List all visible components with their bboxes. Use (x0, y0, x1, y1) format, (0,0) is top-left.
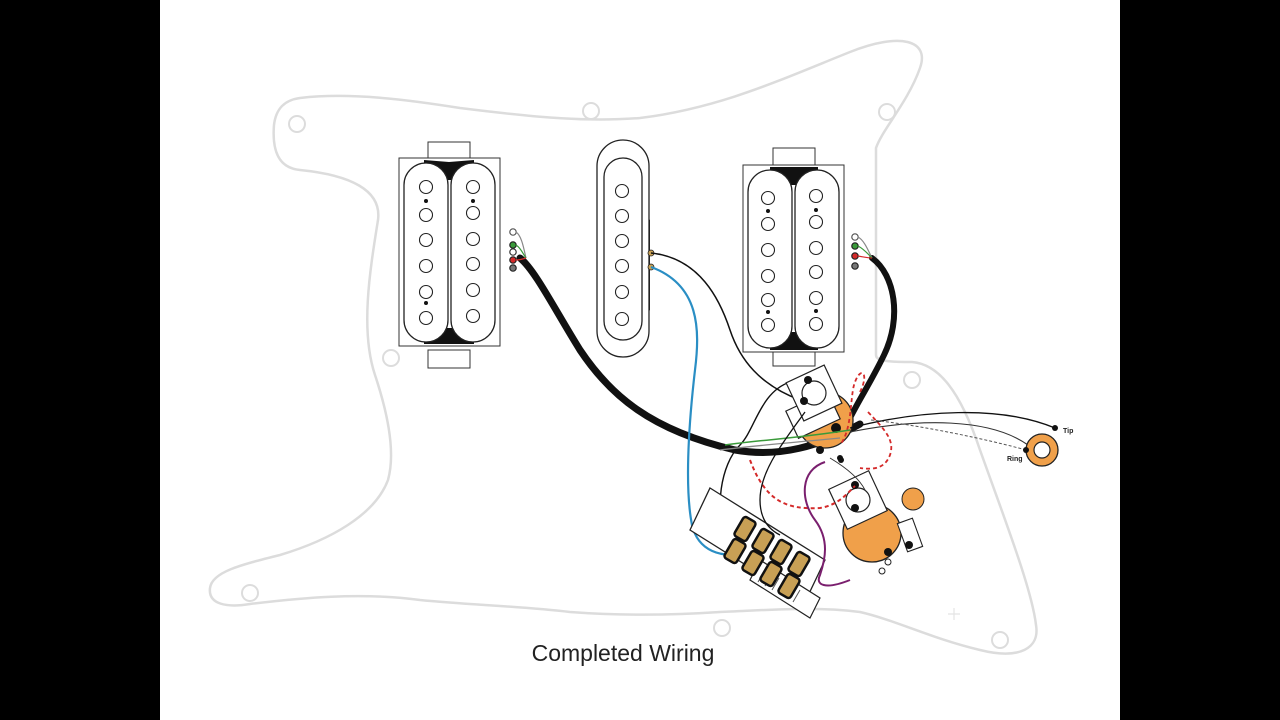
middle-single-coil (596, 139, 655, 358)
bridge-pickup-leads (851, 233, 873, 270)
crosshair-mark (948, 608, 960, 620)
five-way-switch (689, 487, 826, 619)
pickguard-outline (208, 39, 1038, 655)
jack-tip-wire (849, 411, 1056, 429)
tone-pot (827, 457, 925, 575)
blue-wire (650, 265, 751, 556)
purple-wire (803, 461, 851, 587)
jack-ground-wire (870, 419, 1027, 451)
volume-pot (785, 364, 854, 461)
neck-pickup-leads (509, 228, 527, 272)
diagram-caption: Completed Wiring (531, 640, 715, 666)
jack-ring-label: Ring (1007, 456, 1023, 463)
middle-pickup-black-lead (650, 252, 801, 401)
neck-humbucker-cable (516, 254, 864, 456)
jack-ring-wire (849, 422, 1029, 446)
screw-holes (241, 102, 1009, 649)
red-wire-switch-to-pot (749, 459, 856, 510)
white-wire-pot (829, 457, 866, 491)
bridge-humbucker (742, 147, 845, 367)
green-wire (724, 429, 851, 446)
output-jack (1023, 425, 1059, 467)
jack-tip-label: Tip (1063, 428, 1073, 435)
neck-humbucker (398, 141, 501, 369)
red-wire-upper (839, 372, 866, 446)
diagram-svg: Tip Ring (208, 39, 1073, 655)
wiring-diagram: Tip Ring Completed Wiring (160, 0, 1120, 720)
black-wire-pot-to-switch (759, 411, 806, 536)
grey-wire (719, 437, 841, 451)
bridge-humbucker-cable (847, 255, 898, 421)
red-wire-jack (859, 411, 893, 470)
